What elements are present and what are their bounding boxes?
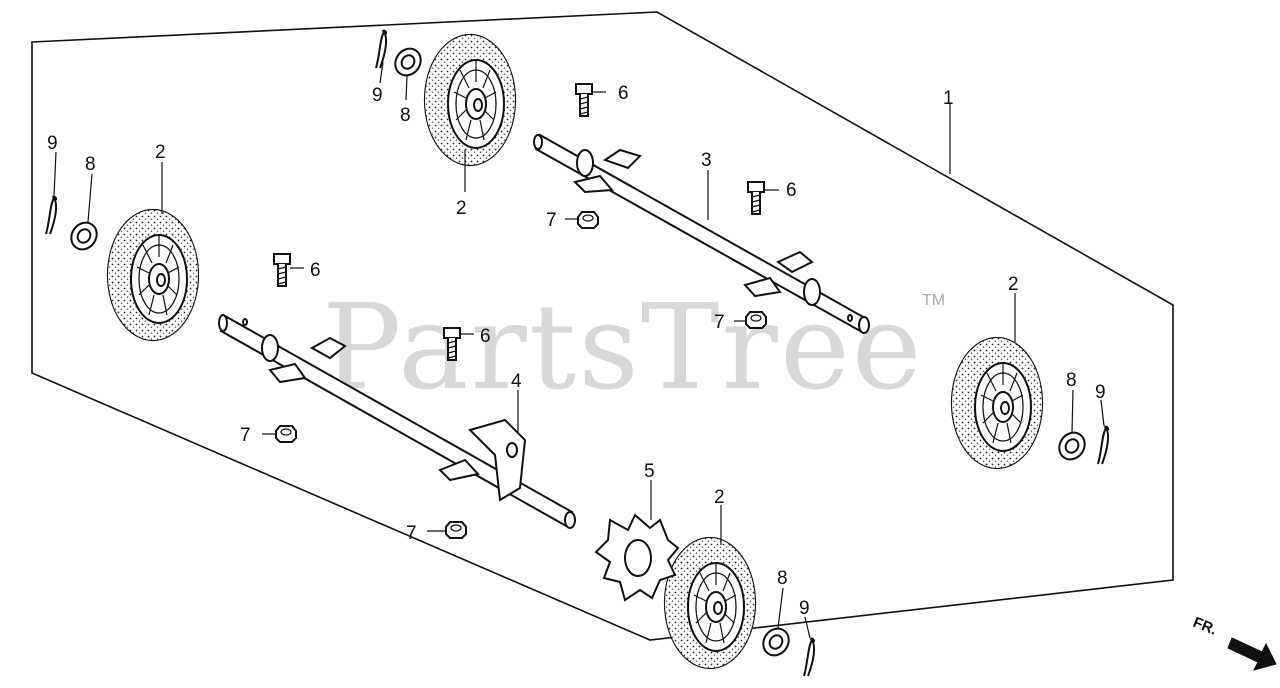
watermark-trademark: TM (922, 292, 945, 309)
axle-front (218, 314, 576, 529)
arrow-right-icon (1227, 637, 1277, 671)
callout-4: 4 (511, 371, 522, 392)
wheel-rear-right (950, 336, 1044, 470)
wheel-rear-left (423, 33, 517, 167)
callout-8: 8 (85, 154, 96, 175)
nut-1 (577, 211, 599, 229)
callout-5: 5 (644, 461, 655, 482)
callout-2: 2 (155, 142, 166, 163)
callout-6: 6 (310, 260, 321, 281)
gear-part (594, 513, 680, 602)
bolt-1 (575, 83, 593, 117)
callout-8: 8 (777, 568, 788, 589)
washer-4 (757, 622, 795, 662)
watermark: PartsTree (322, 278, 924, 416)
nut-2 (745, 311, 767, 329)
callout-9: 9 (47, 133, 58, 154)
callout-6: 6 (480, 326, 491, 347)
callout-1: 1 (943, 88, 954, 109)
callout-9: 9 (799, 598, 810, 619)
callout-2: 2 (714, 487, 725, 508)
washer-1 (65, 216, 103, 256)
callout-2: 2 (1008, 274, 1019, 295)
front-direction-indicator: FR. (1191, 614, 1277, 671)
washer-2 (389, 42, 427, 82)
callout-2: 2 (456, 198, 467, 219)
washer-3 (1053, 426, 1091, 466)
wheel-front-left (106, 208, 200, 342)
callout-8: 8 (1066, 370, 1077, 391)
nut-4 (445, 521, 467, 539)
callout-6: 6 (786, 180, 797, 201)
assembly-outline (31, 11, 1174, 641)
callout-labels: 1 2 2 2 2 3 4 5 6 6 6 6 7 7 7 7 8 8 8 8 … (47, 83, 1106, 619)
cotter-pin-4 (803, 637, 816, 677)
front-direction-label: FR. (1191, 614, 1220, 639)
wheel-front-right (663, 536, 757, 670)
bolt-2 (747, 181, 765, 215)
callout-9: 9 (1095, 382, 1106, 403)
axle-rear (533, 133, 870, 334)
cotter-pin-1 (45, 195, 58, 235)
callout-6: 6 (618, 83, 629, 104)
callout-9: 9 (372, 85, 383, 106)
callout-7: 7 (714, 312, 725, 333)
callout-8: 8 (400, 105, 411, 126)
callout-7: 7 (546, 210, 557, 231)
callout-7: 7 (240, 425, 251, 446)
callout-3: 3 (701, 150, 712, 171)
nut-3 (275, 425, 297, 443)
cotter-pin-3 (1097, 425, 1110, 465)
bolt-3 (273, 253, 291, 287)
callout-7: 7 (406, 523, 417, 544)
cotter-pin-2 (375, 29, 388, 69)
leader-lines (53, 61, 1105, 639)
